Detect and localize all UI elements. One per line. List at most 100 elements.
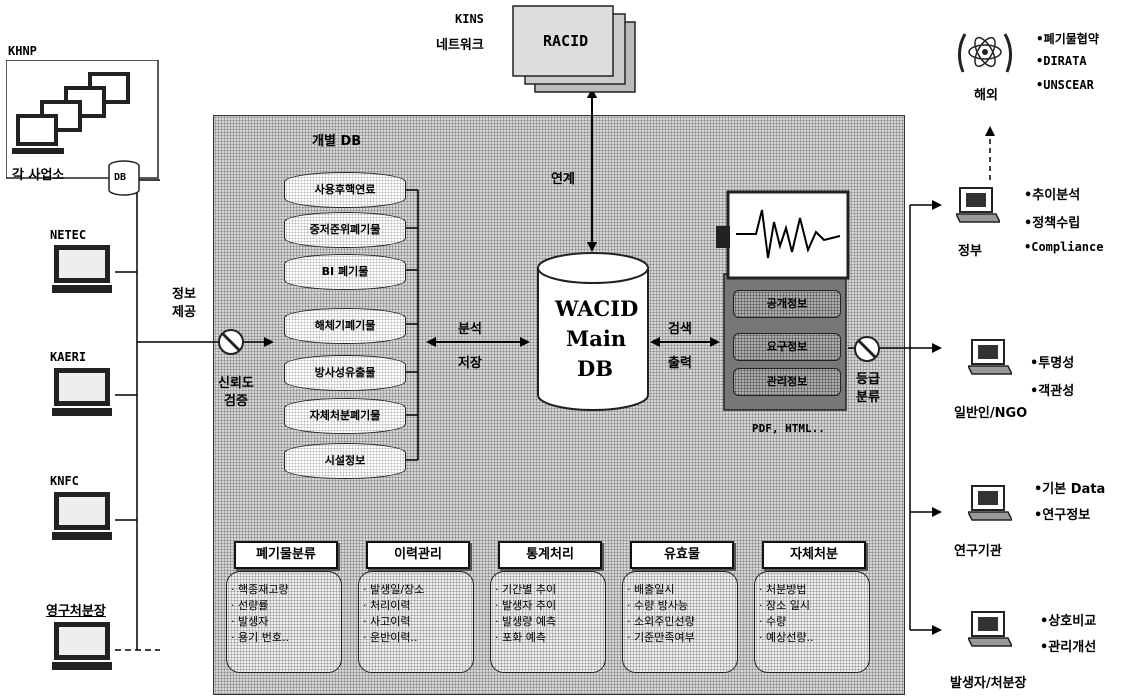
user-item: •정책수립	[1024, 212, 1080, 231]
source-khnp-label: KHNP	[8, 44, 37, 58]
user-government-label: 정부	[958, 240, 982, 259]
iaea-emblem-icon	[955, 24, 1015, 82]
db-item-facility-info: 시설정보	[284, 443, 406, 479]
verify-line2: 검증	[224, 390, 248, 409]
source-repository-label: 영구처분장	[46, 600, 106, 619]
card-item: · 장소 일시	[759, 598, 869, 614]
db-item-lilw: 중저준위폐기물	[284, 212, 406, 248]
report-public-info: 공개정보	[733, 290, 841, 318]
card-title: 이력관리	[366, 541, 470, 569]
grading-line1: 등급	[856, 368, 880, 387]
card-item: · 처분방법	[759, 582, 869, 598]
user-generator-label: 발생자/처분장	[950, 672, 1027, 691]
main-db-line3: DB	[577, 356, 613, 381]
card-item: · 운반이력..	[363, 630, 473, 646]
card-title: 통계처리	[498, 541, 602, 569]
grading-filter-icon	[852, 334, 882, 364]
verify-line1: 신뢰도	[218, 372, 254, 391]
card-body: · 배출일시 · 수량 방사능 · 소외주민선량 · 기준만족여부	[622, 571, 738, 673]
khnp-db-label: DB	[114, 172, 126, 183]
card-body: · 기간별 추이 · 발생자 추이 · 발생량 예측 · 포화 예측	[490, 571, 606, 673]
card-item: · 발생자	[231, 614, 341, 630]
main-db-line1: WACID	[555, 296, 638, 321]
card-item: · 발생량 예측	[495, 614, 605, 630]
db-item-effluent: 방사성유출물	[284, 355, 406, 391]
card-item: · 사고이력	[363, 614, 473, 630]
card-item: · 기간별 추이	[495, 582, 605, 598]
user-item: •기본 Data	[1034, 478, 1105, 497]
user-item: •관리개선	[1040, 636, 1096, 655]
card-effluent: 유효물 · 배출일시 · 수량 방사능 · 소외주민선량 · 기준만족여부	[622, 541, 740, 679]
source-kaeri-label: KAERI	[50, 350, 86, 364]
store-label: 저장	[458, 352, 482, 371]
user-item: •Compliance	[1024, 240, 1103, 254]
card-waste-classification: 폐기물분류 · 핵종재고량 · 선량률 · 발생자 · 용기 번호..	[226, 541, 344, 679]
government-laptop-icon	[956, 186, 1000, 226]
individual-db-title: 개별 DB	[312, 130, 361, 149]
kins-label: KINS	[455, 12, 484, 26]
grading-line2: 분류	[856, 386, 880, 405]
card-item: · 용기 번호..	[231, 630, 341, 646]
card-item: · 처리이력	[363, 598, 473, 614]
card-item: · 선량률	[231, 598, 341, 614]
overseas-item: •폐기물협약	[1036, 30, 1099, 47]
analysis-label: 분석	[458, 318, 482, 337]
racid-label: RACID	[543, 32, 588, 50]
card-body: · 핵종재고량 · 선량률 · 발생자 · 용기 번호..	[226, 571, 342, 673]
user-item: •상호비교	[1040, 610, 1096, 629]
user-item: •투명성	[1030, 352, 1074, 371]
verify-filter-icon	[216, 327, 246, 357]
card-title: 자체처분	[762, 541, 866, 569]
user-research-label: 연구기관	[954, 540, 1002, 559]
info-provide-line1: 정보	[172, 283, 196, 302]
user-item: •연구정보	[1034, 504, 1090, 523]
info-provide-line2: 제공	[172, 301, 196, 320]
user-item: •객관성	[1030, 380, 1074, 399]
card-title: 유효물	[630, 541, 734, 569]
main-db-line2: Main	[566, 326, 626, 351]
card-title: 폐기물분류	[234, 541, 338, 569]
netec-computer-icon	[52, 245, 114, 295]
card-body: · 발생일/장소 · 처리이력 · 사고이력 · 운반이력..	[358, 571, 474, 673]
db-item-self-disposal: 자체처분폐기물	[284, 398, 406, 434]
report-requested-info: 요구정보	[733, 333, 841, 361]
db-item-decommission-waste: 해체기폐기물	[284, 308, 406, 344]
public-laptop-icon	[968, 338, 1012, 378]
overseas-item: •UNSCEAR	[1036, 78, 1094, 92]
overseas-label: 해외	[974, 84, 998, 103]
repository-computer-icon	[52, 622, 114, 672]
card-statistics: 통계처리 · 기간별 추이 · 발생자 추이 · 발생량 예측 · 포화 예측	[490, 541, 608, 679]
report-format-label: PDF, HTML..	[752, 422, 825, 435]
card-item: · 포화 예측	[495, 630, 605, 646]
card-item: · 핵종재고량	[231, 582, 341, 598]
card-item: · 배출일시	[627, 582, 737, 598]
link-label: 연계	[551, 168, 575, 187]
report-management-info: 관리정보	[733, 368, 841, 396]
card-self-disposal: 자체처분 · 처분방법 · 장소 일시 · 수량 · 예상선량..	[754, 541, 872, 679]
user-public-label: 일반인/NGO	[954, 402, 1027, 421]
db-item-spent-fuel: 사용후핵연료	[284, 172, 406, 208]
card-item: · 예상선량..	[759, 630, 869, 646]
card-item: · 수량 방사능	[627, 598, 737, 614]
card-body: · 처분방법 · 장소 일시 · 수량 · 예상선량..	[754, 571, 870, 673]
khnp-caption: 각 사업소	[12, 164, 64, 183]
generator-laptop-icon	[968, 610, 1012, 650]
card-item: · 기준만족여부	[627, 630, 737, 646]
knfc-computer-icon	[52, 492, 114, 542]
card-item: · 소외주민선량	[627, 614, 737, 630]
source-netec-label: NETEC	[50, 228, 86, 242]
source-knfc-label: KNFC	[50, 474, 79, 488]
overseas-item: •DIRATA	[1036, 54, 1087, 68]
card-item: · 수량	[759, 614, 869, 630]
khnp-computers-icon	[6, 60, 166, 180]
kaeri-computer-icon	[52, 368, 114, 418]
db-item-bi-waste: BI 폐기물	[284, 254, 406, 290]
search-label: 검색	[668, 318, 692, 337]
user-item: •추이분석	[1024, 184, 1080, 203]
card-item: · 발생일/장소	[363, 582, 473, 598]
research-laptop-icon	[968, 484, 1012, 524]
card-item: · 발생자 추이	[495, 598, 605, 614]
kins-network-label: 네트워크	[436, 34, 484, 53]
output-label: 출력	[668, 352, 692, 371]
card-history-management: 이력관리 · 발생일/장소 · 처리이력 · 사고이력 · 운반이력..	[358, 541, 476, 679]
